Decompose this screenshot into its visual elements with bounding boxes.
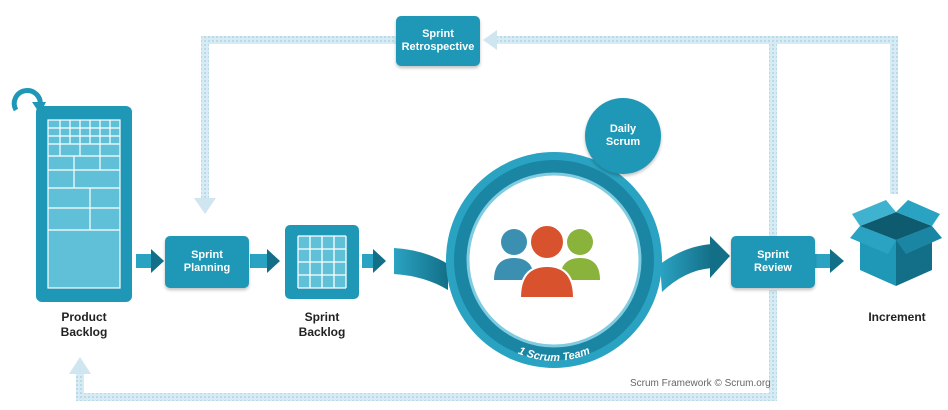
sprint-retrospective-label-line1: Sprint [422, 28, 454, 40]
team-member-center-body [518, 264, 576, 299]
sprint-planning-label-line1: Sprint [191, 249, 223, 261]
arrowhead-into-backlog [69, 357, 91, 374]
sprint-planning-box: Sprint Planning [165, 236, 249, 288]
loop-retrospective-to-planning [201, 36, 396, 198]
sprint-retrospective-box: Sprint Retrospective [396, 16, 480, 66]
team-member-center-head [529, 224, 565, 260]
product-backlog-label-line1: Product [61, 310, 107, 324]
sprint-review-label-line2: Review [754, 262, 792, 274]
arrowhead-into-planning [194, 198, 216, 214]
arrowhead-into-retrospective [483, 30, 497, 50]
grid-icon [285, 225, 359, 299]
sprint-backlog-label-line1: Sprint [304, 310, 340, 324]
arrow-planning-to-sprint-backlog-shaft [250, 254, 268, 268]
sprint-backlog-label: Sprint Backlog [290, 310, 354, 340]
product-backlog-label: Product Backlog [54, 310, 114, 340]
flow-into-sprint [394, 248, 448, 290]
credit-text: Scrum Framework © Scrum.org [630, 378, 771, 389]
loop-increment-to-retrospective [497, 36, 898, 194]
sprint-backlog-label-line2: Backlog [298, 325, 346, 339]
team-member-right-head [567, 229, 593, 255]
arrow-sprint-backlog-out-head [373, 249, 386, 273]
team-member-right-body [560, 258, 600, 280]
refresh-cycle-icon [11, 88, 46, 114]
daily-scrum-label-line2: Scrum [605, 136, 641, 148]
team-icon [494, 224, 600, 299]
sprint-review-box: Sprint Review [731, 236, 815, 288]
arrow-review-to-increment-head [830, 249, 844, 273]
team-member-left-body [494, 258, 534, 280]
arrow-backlog-to-planning-shaft [136, 254, 152, 268]
scrum-team-circle: 1 Scrum Team [446, 152, 662, 368]
team-member-left-head [501, 229, 527, 255]
arrow-sprint-backlog-out-shaft [362, 254, 374, 268]
flow-out-of-sprint [660, 244, 712, 292]
arrow-planning-to-sprint-backlog-head [267, 249, 280, 273]
backlog-grid-icon [36, 106, 132, 302]
arrow-into-review-head [710, 236, 730, 278]
sprint-planning-label-line2: Planning [183, 262, 231, 274]
sprint-review-label-line1: Sprint [757, 249, 789, 261]
product-backlog-label-line2: Backlog [60, 325, 108, 339]
arrow-review-to-increment-shaft [815, 254, 831, 268]
daily-scrum-bubble: Daily Scrum [585, 98, 661, 174]
sprint-retrospective-label-line2: Retrospective [401, 41, 475, 53]
arrow-backlog-to-planning-head [151, 249, 164, 273]
increment-label: Increment [868, 310, 926, 324]
open-box-icon [850, 200, 942, 286]
loop-review-to-backlog [76, 290, 777, 401]
daily-scrum-label-line1: Daily [609, 123, 637, 135]
